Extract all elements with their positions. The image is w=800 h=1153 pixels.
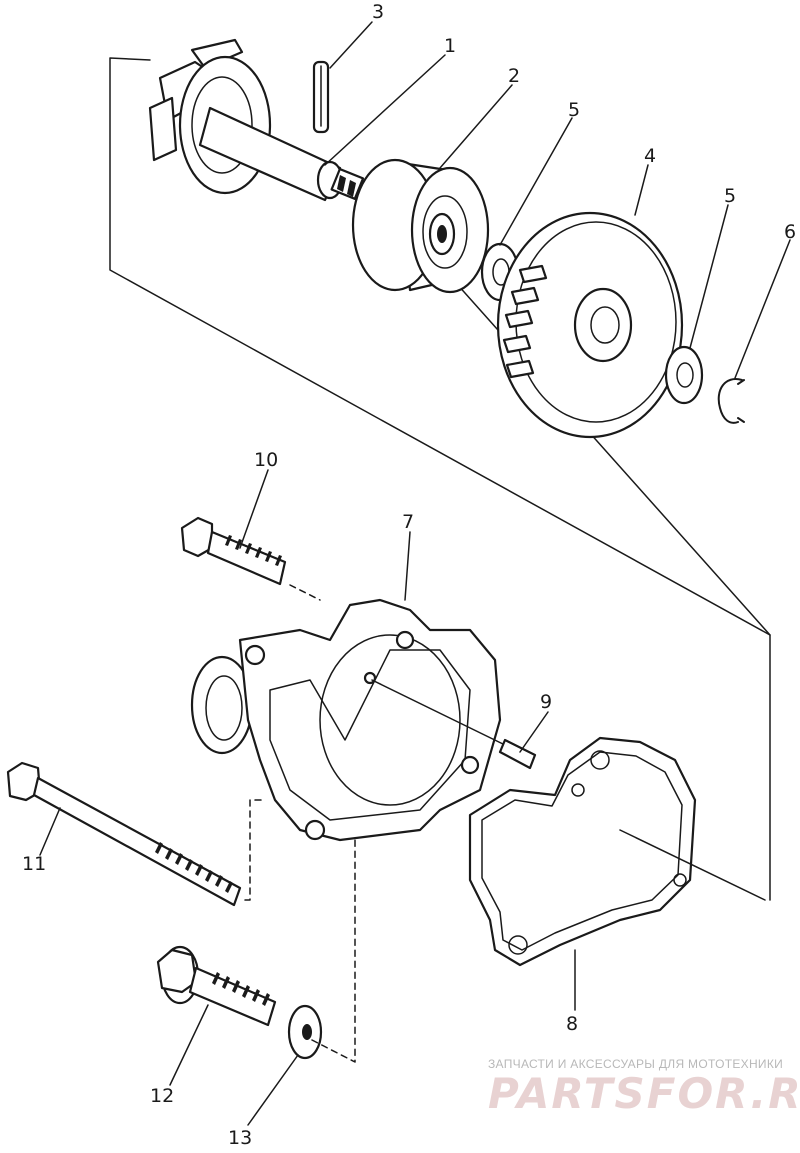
washer-part-5b: [664, 345, 704, 405]
callout-8: 8: [566, 1013, 578, 1035]
callout-10: 10: [254, 449, 278, 471]
watermark: ЗАПЧАСТИ И АКСЕССУАРЫ ДЛЯ МОТОТЕХНИКИ PA…: [488, 1057, 800, 1118]
circlip-part-6: [717, 378, 745, 424]
bearing-part-2: [351, 158, 490, 294]
callout-9: 9: [540, 691, 552, 713]
bolt-part-10: [180, 516, 321, 601]
callout-3: 3: [372, 1, 384, 23]
callout-12: 12: [150, 1085, 174, 1107]
upper-group-bracket: [109, 57, 771, 901]
callout-7: 7: [402, 511, 414, 533]
callout-6: 6: [784, 221, 796, 243]
watermark-brand: PARTSFOR.RU: [488, 1069, 800, 1118]
dowel-part-9: [371, 679, 537, 770]
leader-lines: [39, 21, 791, 1126]
callout-5b: 5: [724, 185, 736, 207]
callout-5a: 5: [568, 99, 580, 121]
callout-4: 4: [644, 145, 656, 167]
flange-bolt-part-12: [156, 945, 277, 1027]
long-bolt-part-11: [6, 761, 266, 907]
callout-1: 1: [444, 35, 456, 57]
callout-13: 13: [228, 1127, 252, 1148]
washer-part-13: [287, 839, 356, 1063]
impeller-shaft-part-1: [148, 38, 365, 202]
callout-2: 2: [508, 65, 520, 87]
callout-11: 11: [22, 853, 46, 875]
gear-part-4: [496, 211, 684, 439]
pin-part-3: [312, 60, 330, 134]
gasket-part-8: [468, 736, 766, 967]
housing-part-7: [190, 598, 502, 842]
watermark-tagline: ЗАПЧАСТИ И АКСЕССУАРЫ ДЛЯ МОТОТЕХНИКИ: [488, 1057, 783, 1071]
callout-labels: 3 1 2 5 4 5 6 10 7 9 11 8 12 13: [22, 1, 796, 1149]
